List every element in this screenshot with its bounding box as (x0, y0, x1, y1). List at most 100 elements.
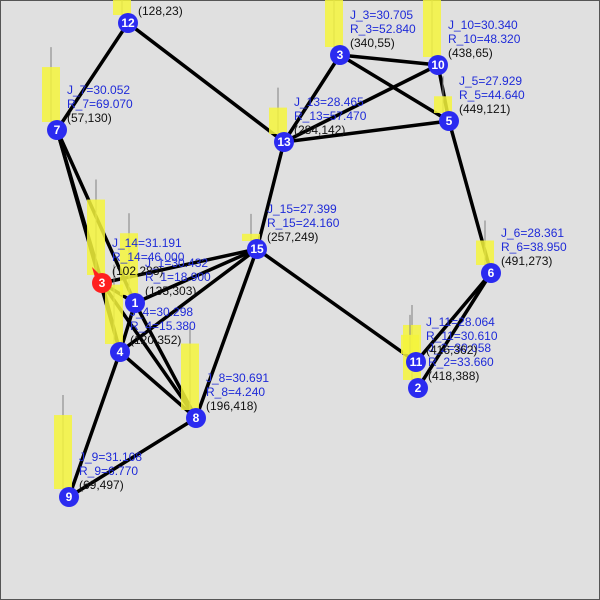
node-11[interactable]: 11 (406, 352, 426, 372)
node-15-coord-label: (257,249) (267, 230, 318, 244)
node-2[interactable]: 2 (408, 378, 428, 398)
node-6-j-label: J_6=28.361 (501, 226, 564, 240)
node-13-j-bar (269, 107, 287, 134)
edge-4-15 (118, 247, 259, 354)
node-6[interactable]: 6 (481, 263, 501, 283)
node-13-circle[interactable] (274, 132, 294, 152)
node-9-j-label: J_9=31.108 (79, 450, 142, 464)
node-14-j-label: J_14=31.191 (112, 236, 182, 250)
node-14-j-bar (87, 199, 105, 275)
node-11-id-label: 11 (410, 355, 423, 369)
node-15-circle[interactable] (247, 239, 267, 259)
node-3-circle[interactable] (330, 45, 350, 65)
node-5-circle[interactable] (439, 111, 459, 131)
node-1-circle[interactable] (125, 293, 145, 313)
node-10-circle[interactable] (428, 55, 448, 75)
edge-3-5 (338, 53, 451, 123)
node-13-r-label: R_13=57.470 (294, 109, 367, 123)
node-10-id-label: 10 (431, 58, 445, 72)
node-7-r-label: R_7=69.070 (67, 97, 133, 111)
edge-1-15 (133, 247, 259, 305)
node-10-r-label: R_10=48.320 (448, 32, 521, 46)
node-13[interactable]: 13 (274, 132, 294, 152)
node-15-id-label: 15 (250, 242, 264, 256)
node-5[interactable]: 5 (439, 111, 459, 131)
node-4-j-label: J_4=30.298 (130, 305, 193, 319)
node-9-j-bar (54, 415, 72, 489)
node-7-j-label: J_7=30.052 (67, 83, 130, 97)
node-8-id-label: 8 (193, 411, 200, 425)
edge-4-9 (67, 350, 122, 499)
node-4[interactable]: 4 (110, 342, 130, 362)
edge-13-10 (282, 63, 440, 144)
node-9-id-label: 9 (66, 490, 73, 504)
node-5-id-label: 5 (446, 114, 453, 128)
node-15[interactable]: 15 (247, 239, 267, 259)
node-11-j-bar (401, 334, 419, 354)
node-13-id-label: 13 (277, 135, 291, 149)
node-3-j-label: J_3=30.705 (350, 8, 413, 22)
edge-15-11 (255, 247, 418, 364)
node-3[interactable]: 3 (330, 45, 350, 65)
node-15-r-label: R_15=24.160 (267, 216, 340, 230)
edge-12-13 (126, 21, 286, 144)
node-4-id-label: 4 (117, 345, 124, 359)
node-13-j-label: J_13=28.465 (294, 95, 364, 109)
node-14-coord-label: (102,283) (112, 264, 163, 278)
node-4-circle[interactable] (110, 342, 130, 362)
selected-node-3[interactable]: 3 (92, 267, 112, 293)
bars-layer (42, 0, 494, 489)
node-7-coord-label: (57,130) (67, 111, 112, 125)
node-6-r-label: R_6=38.950 (501, 240, 567, 254)
node-5-j-label: J_5=27.929 (459, 74, 522, 88)
node-2-j-label: J_2=30.058 (428, 341, 491, 355)
edge-12-7 (55, 21, 130, 132)
node-7[interactable]: 7 (47, 120, 67, 140)
node-11-circle[interactable] (406, 352, 426, 372)
edge-13-15 (255, 140, 286, 251)
edge-6-2 (416, 271, 493, 390)
node-8-circle[interactable] (186, 408, 206, 428)
node-5-coord-label: (449,121) (459, 102, 510, 116)
node-1-id-label: 1 (132, 296, 139, 310)
node-6-coord-label: (491,273) (501, 254, 552, 268)
node-10[interactable]: 10 (428, 55, 448, 75)
edge-13-3 (282, 53, 342, 144)
node-13-coord-label: (284,142) (294, 123, 345, 137)
node-8-j-label: J_8=30.691 (206, 371, 269, 385)
node-12-j-bar (113, 0, 131, 15)
node-3-circle[interactable] (92, 273, 112, 293)
node-12[interactable]: 12 (118, 13, 138, 33)
node-1-j-bar (120, 233, 138, 295)
node-8-j-bar (181, 343, 199, 410)
node-8[interactable]: 8 (186, 408, 206, 428)
node-1-coord-label: (135,303) (145, 284, 196, 298)
edge-13-5 (282, 119, 451, 144)
edge-8-9 (67, 416, 198, 499)
node-7-circle[interactable] (47, 120, 67, 140)
node-12-circle[interactable] (118, 13, 138, 33)
node-3-j-bar (325, 0, 343, 48)
node-9-circle[interactable] (59, 487, 79, 507)
node-3-id-label: 3 (337, 48, 344, 62)
node-2-coord-label: (418,388) (428, 369, 479, 383)
node-15-j-bar (242, 233, 260, 241)
node-7-id-label: 7 (54, 123, 61, 137)
node-10-j-bar (423, 0, 441, 57)
node-6-j-bar (476, 240, 494, 265)
node-4-r-label: R_4=15.380 (130, 319, 196, 333)
node-10-j-label: J_10=30.340 (448, 18, 518, 32)
node-5-r-label: R_5=44.640 (459, 88, 525, 102)
node-9[interactable]: 9 (59, 487, 79, 507)
node-6-circle[interactable] (481, 263, 501, 283)
edge-6-11 (414, 271, 493, 364)
node-6-id-label: 6 (488, 266, 495, 280)
node-1-r-label: R_1=18.900 (145, 270, 211, 284)
node-2-circle[interactable] (408, 378, 428, 398)
node-1[interactable]: 1 (125, 293, 145, 313)
node-10-coord-label: (438,65) (448, 46, 493, 60)
node-1-j-label: J_1=30.432 (145, 256, 208, 270)
node-2-id-label: 2 (415, 381, 422, 395)
